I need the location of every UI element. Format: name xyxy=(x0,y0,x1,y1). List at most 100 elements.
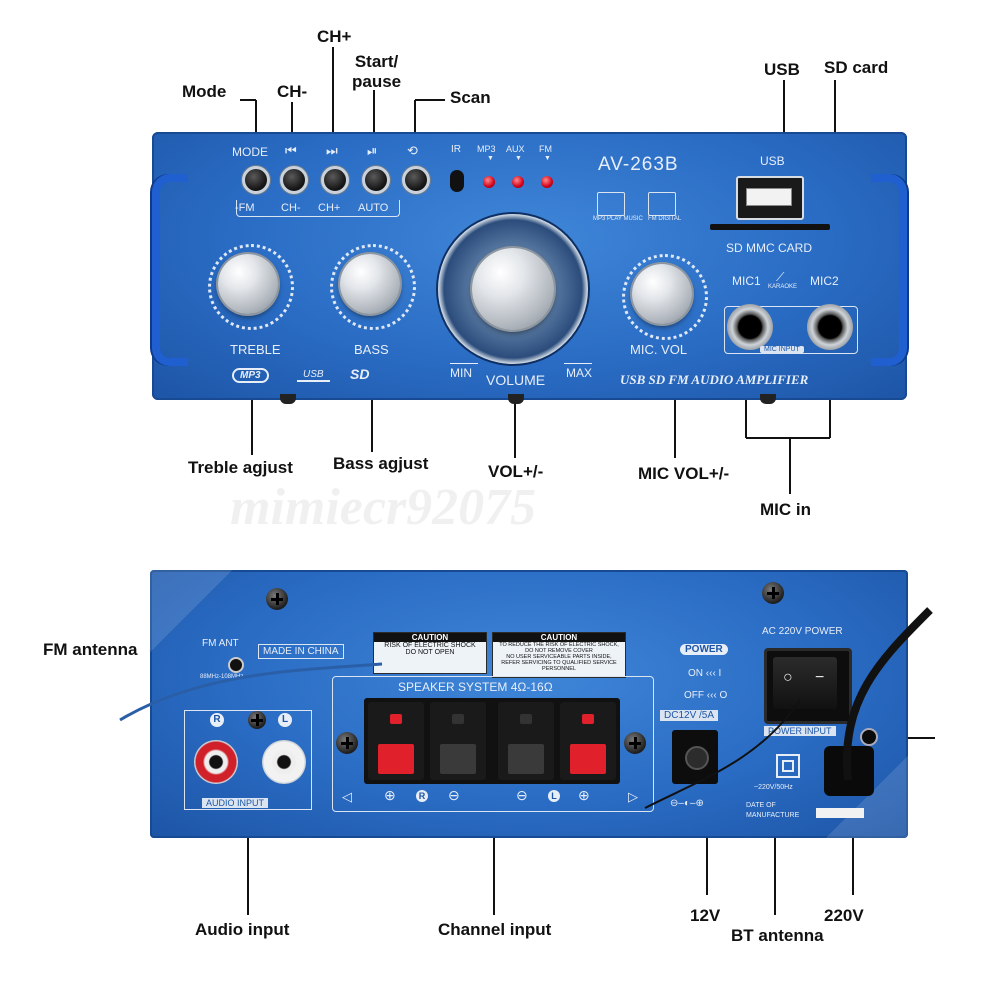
audio-input-r-label: R xyxy=(210,713,224,727)
fm-logo-icon xyxy=(648,192,676,216)
led-mp3 xyxy=(483,176,495,188)
callout-scan: Scan xyxy=(450,88,491,107)
mic1-jack[interactable] xyxy=(727,304,773,350)
power-on-label: ON ‹‹‹ I xyxy=(688,668,722,679)
bass-knob[interactable] xyxy=(340,254,400,314)
scan-icon: ⟲ xyxy=(407,143,418,158)
mode-button[interactable] xyxy=(242,166,270,194)
start-pause-button[interactable] xyxy=(362,166,390,194)
mic-input-label: MIC INPUT xyxy=(760,346,804,353)
power-off-label: OFF ‹‹‹ O xyxy=(684,690,728,701)
sublabel-fm: -FM xyxy=(235,202,255,214)
callout-start-pause-line2: pause xyxy=(352,72,402,91)
callout-mode: Mode xyxy=(182,82,227,101)
bt-antenna-jack[interactable] xyxy=(860,728,878,746)
treble-knob-scale xyxy=(208,244,294,330)
speaker-terminal-l-minus[interactable] xyxy=(498,702,554,780)
led-arrow-icon: ▼ xyxy=(544,155,551,162)
caution-sticker-2: CAUTION TO REDUCE THE RISK OF ELECTRIC S… xyxy=(492,632,626,678)
mic2-jack[interactable] xyxy=(807,304,853,350)
foot xyxy=(760,394,776,404)
callout-mic-in: MIC in xyxy=(760,500,811,519)
speaker-frame xyxy=(332,676,654,812)
button-sublabel-strip xyxy=(236,200,400,217)
min-line xyxy=(450,363,478,364)
caution2-line4: REFER SERVICING TO QUALIFIED SERVICE xyxy=(501,660,617,666)
treble-knob[interactable] xyxy=(218,254,278,314)
terminal-lever xyxy=(570,744,606,774)
speaker-terminal-l-plus[interactable] xyxy=(560,702,616,780)
led-fm xyxy=(541,176,553,188)
fm-range-label: 88MHz-108MHz xyxy=(200,674,244,680)
treble-label: TREBLE xyxy=(230,342,281,357)
power-input-label: POWER INPUT xyxy=(764,726,836,736)
power-switch[interactable]: ○ − xyxy=(764,648,852,724)
mic-input-frame xyxy=(724,306,858,354)
screw xyxy=(266,588,288,610)
mic-vol-knob[interactable] xyxy=(632,264,692,324)
led-label-mp3: MP3 xyxy=(477,144,496,154)
sd-card-slot[interactable] xyxy=(710,224,830,230)
left-handle xyxy=(152,174,188,366)
mic2-label: MIC2 xyxy=(810,274,839,288)
plus-icon: ⊕ xyxy=(384,787,396,803)
terminal-hole xyxy=(390,714,402,724)
mp3-badge: MP3 xyxy=(232,368,269,383)
callout-start-pause-line1: Start/ xyxy=(354,52,399,71)
led-aux xyxy=(512,176,524,188)
speaker-terminal-r-plus[interactable] xyxy=(368,702,424,780)
screw xyxy=(762,582,784,604)
next-icon: ⏭ xyxy=(326,143,338,158)
speaker-r-label: R xyxy=(416,790,428,802)
date-label-line2: MANUFACTURE xyxy=(746,812,800,819)
callout-ch-minus: CH- xyxy=(277,82,308,101)
ir-receiver xyxy=(450,170,464,192)
tagline: USB SD FM AUDIO AMPLIFIER xyxy=(620,372,809,387)
speaker-right-icon: ▷ xyxy=(628,789,638,804)
switch-off-icon: ○ xyxy=(783,669,793,686)
ac-rating-label: ~220V/50Hz xyxy=(754,784,793,791)
volume-label: VOLUME xyxy=(486,372,546,388)
max-line xyxy=(564,363,592,364)
audio-input-l-label: L xyxy=(278,713,292,727)
terminal-lever xyxy=(440,744,476,774)
speaker-left-icon: ◁ xyxy=(342,789,352,804)
terminal-hole xyxy=(520,714,532,724)
sd-badge: SD xyxy=(350,366,370,382)
usb-port[interactable] xyxy=(736,176,804,220)
caution1-title: CAUTION xyxy=(374,633,486,642)
dc-label: DC12V /5A xyxy=(660,710,719,721)
callout-channel-input: Channel input xyxy=(438,920,552,939)
volume-knob[interactable] xyxy=(472,248,554,330)
bt-antenna-wire xyxy=(644,699,801,809)
fm-antenna-jack[interactable] xyxy=(228,657,244,673)
caution2-line3: NO USER SERVICEABLE PARTS INSIDE, xyxy=(506,654,612,660)
rear-panel: FM ANT 88MHz-108MHz MADE IN CHINA CAUTIO… xyxy=(150,570,908,838)
scan-button[interactable] xyxy=(402,166,430,194)
ch-plus-button[interactable] xyxy=(321,166,349,194)
ch-minus-button[interactable] xyxy=(280,166,308,194)
model-name: AV-263B xyxy=(598,154,679,175)
double-insulation-inner xyxy=(782,760,794,772)
max-label: MAX xyxy=(566,366,593,380)
power-switch-rocker: ○ − xyxy=(773,657,837,709)
caution2-line1: TO REDUCE THE RISK OF ELECTRIC SHOCK, xyxy=(499,642,619,648)
callout-usb: USB xyxy=(764,60,800,79)
caution1-line2: DO NOT OPEN xyxy=(405,649,455,656)
date-label-line1: DATE OF xyxy=(746,802,776,809)
sublabel-ch-minus: CH- xyxy=(281,202,301,214)
terminal-hole xyxy=(452,714,464,724)
foot xyxy=(508,394,524,404)
rca-left-jack[interactable] xyxy=(262,740,306,784)
right-handle xyxy=(871,174,907,366)
callout-vol: VOL+/- xyxy=(488,462,544,481)
rca-right-jack[interactable] xyxy=(194,740,238,784)
speaker-terminal-r-minus[interactable] xyxy=(430,702,486,780)
usb-port-tongue xyxy=(746,188,792,206)
caution1-line1: RISK OF ELECTRIC SHOCK xyxy=(384,642,476,649)
mic1-label: MIC1 xyxy=(732,274,761,288)
callout-bass: Bass agjust xyxy=(333,454,429,473)
led-label-aux: AUX xyxy=(506,144,525,154)
power-label: POWER xyxy=(680,644,728,655)
